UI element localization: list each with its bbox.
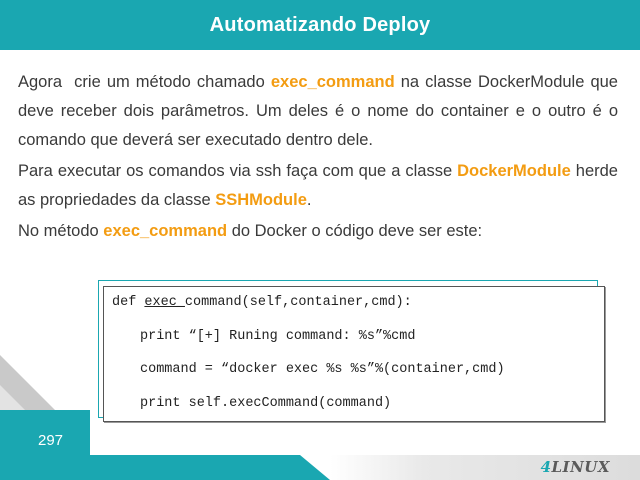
code-block: def exec_command(self,container,cmd): pr… (98, 280, 605, 422)
code-line-2: print “[+] Runing command: %s”%cmd (140, 328, 416, 344)
code-line-1-a: def (112, 295, 145, 310)
p1-text-a: Agora crie um método chamado (18, 73, 271, 91)
p2-text-a: Para executar os comandos via ssh faça c… (18, 162, 458, 180)
p2-text-b: herde as propriedades da classe (18, 162, 618, 209)
code-line-1-b: command(self,container,cmd): (184, 295, 412, 310)
paragraph-3: No método exec_command do Docker o códig… (18, 217, 618, 246)
p2-highlight-1: DockerModule (457, 162, 571, 180)
footer-bar-cut (300, 455, 330, 480)
code-box: def exec_command(self,container,cmd): pr… (103, 286, 605, 422)
footer-bar (0, 455, 330, 480)
code-line-3: command = “docker exec %s %s”%(container… (140, 362, 505, 377)
p3-text-a: No método (18, 222, 104, 240)
logo-text: LINUX (551, 458, 610, 476)
footer-gradient (330, 455, 640, 480)
code-line-1: def exec_command(self,container,cmd): (112, 293, 604, 327)
code-line-4: print self.execCommand(command) (140, 395, 392, 411)
paragraph-1: Agora crie um método chamado exec_comman… (18, 68, 618, 155)
p3-text-b: do Docker o código deve ser este: (227, 222, 483, 240)
p2-text-c: . (306, 191, 312, 209)
p2-highlight-2: SSHModule (215, 191, 307, 209)
p1-highlight: exec_command (270, 73, 395, 91)
slide-title: Automatizando Deploy (209, 13, 431, 36)
logo-number: 4 (540, 458, 552, 476)
p1-text-b: na classe DockerModule que deve receber … (18, 73, 618, 149)
p3-highlight: exec_command (103, 222, 228, 240)
page-number: 297 (38, 432, 64, 449)
brand-logo: 4LINUX (541, 458, 610, 476)
code-line-1-underlined: exec_ (144, 295, 185, 310)
slide-content: Agora crie um método chamado exec_comman… (18, 68, 618, 248)
paragraph-2: Para executar os comandos via ssh faça c… (18, 157, 618, 215)
slide-header: Automatizando Deploy (0, 0, 640, 50)
